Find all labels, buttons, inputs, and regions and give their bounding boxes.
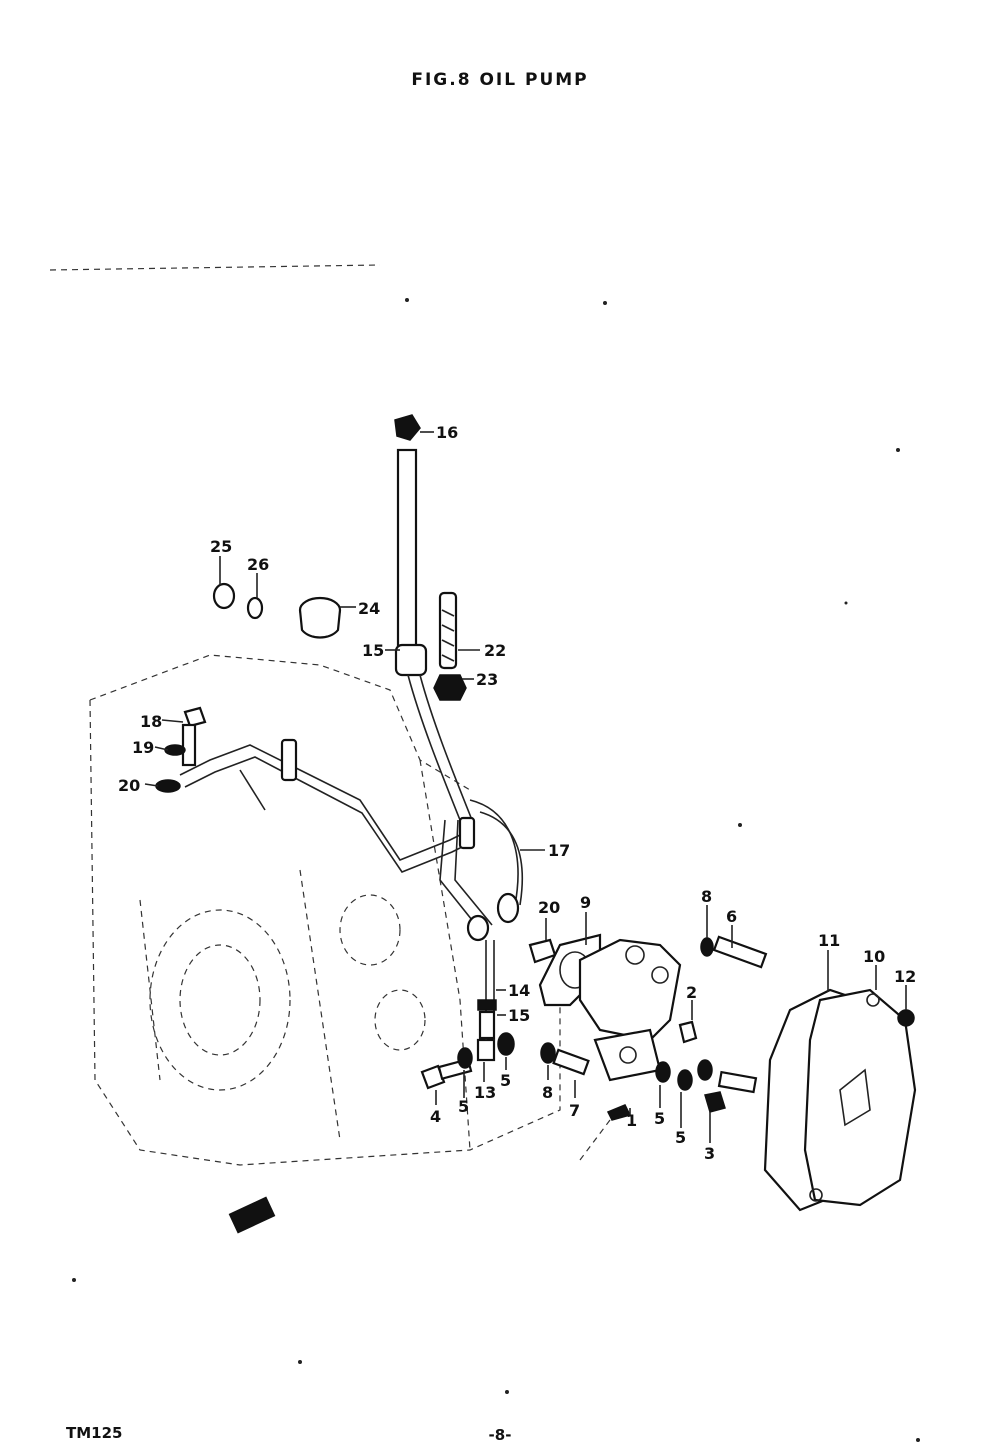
part-19-union-bolt [181,706,207,767]
callout-18: 17 [548,841,570,860]
callout-19: 18 [140,712,162,731]
part-1-key [579,1104,632,1161]
callout-12: 12 [894,967,916,986]
part-22-bolt [438,591,458,670]
part-5-washer-c [655,1061,671,1083]
part-16-oil-tube [394,448,473,821]
callout-9: 9 [580,893,591,912]
scan-artifact-line [49,264,381,271]
part-5-washer-b [497,1032,515,1056]
callout-numbers: 16 25 26 24 15 22 23 18 19 20 17 20 9 8 … [118,423,916,1163]
part-24-plug [298,596,342,639]
callout-6: 6 [726,907,737,926]
figure-title: FIG.8 OIL PUMP [411,70,589,90]
page-number: -8- [488,1426,512,1444]
callout-3: 3 [704,1144,715,1163]
callout-16: 15 [362,641,384,660]
part-17-cap [394,414,421,441]
crankcase-outline [89,654,561,1166]
part-23-nut [433,674,467,701]
callout-11: 11 [818,931,840,950]
callout-1: 1 [626,1111,637,1130]
callout-26: 26 [247,555,269,574]
callout-17: 16 [436,423,458,442]
callout-15: 15 [508,1006,530,1025]
part-3-bolt [704,1070,758,1113]
leader-lines [144,431,907,1143]
callout-2: 2 [686,983,697,1002]
part-14-clamp [477,999,497,1011]
scan-dots [72,298,920,1442]
part-5-washer-d [677,1069,693,1091]
part-8-washer-upper [700,937,714,957]
part-12-screw [897,1009,915,1027]
part-15-hose [478,1010,496,1040]
oil-pump-body [578,938,682,1082]
callout-5-a: 5 [458,1097,469,1116]
part-10-pump-cover [803,988,917,1207]
front-arrow-mark [228,1196,276,1234]
part-20-washer-lower [155,779,181,793]
callout-5-b: 5 [500,1071,511,1090]
callout-21: 20 [538,898,560,917]
callout-20-lower: 20 [118,776,140,795]
part-5-washer-e [697,1059,713,1081]
callout-24: 24 [358,599,380,618]
part-26-washer [246,596,264,620]
callout-5-c: 5 [654,1109,665,1128]
callout-10: 10 [863,947,885,966]
callout-14: 14 [508,981,530,1000]
part-7-bolt [552,1048,590,1076]
part-21-bolt [528,938,557,964]
part-18-oil-line [179,738,524,942]
callout-22: 22 [484,641,506,660]
part-25-bolt [212,582,236,610]
part-6-bolt [712,935,768,969]
part-8-washer-lower [540,1042,556,1064]
part-5-washer-a [457,1047,473,1069]
callout-20-upper: 19 [132,738,154,757]
callout-13: 13 [474,1083,496,1102]
callout-7: 7 [569,1101,580,1120]
callout-25: 25 [210,537,232,556]
callout-4: 4 [430,1107,441,1126]
callout-5-d: 5 [675,1128,686,1147]
model-code: TM125 [66,1424,123,1442]
callout-23: 23 [476,670,498,689]
callout-8-lower: 8 [542,1083,553,1102]
part-2-pin [678,1020,698,1044]
callout-8-upper: 8 [701,887,712,906]
